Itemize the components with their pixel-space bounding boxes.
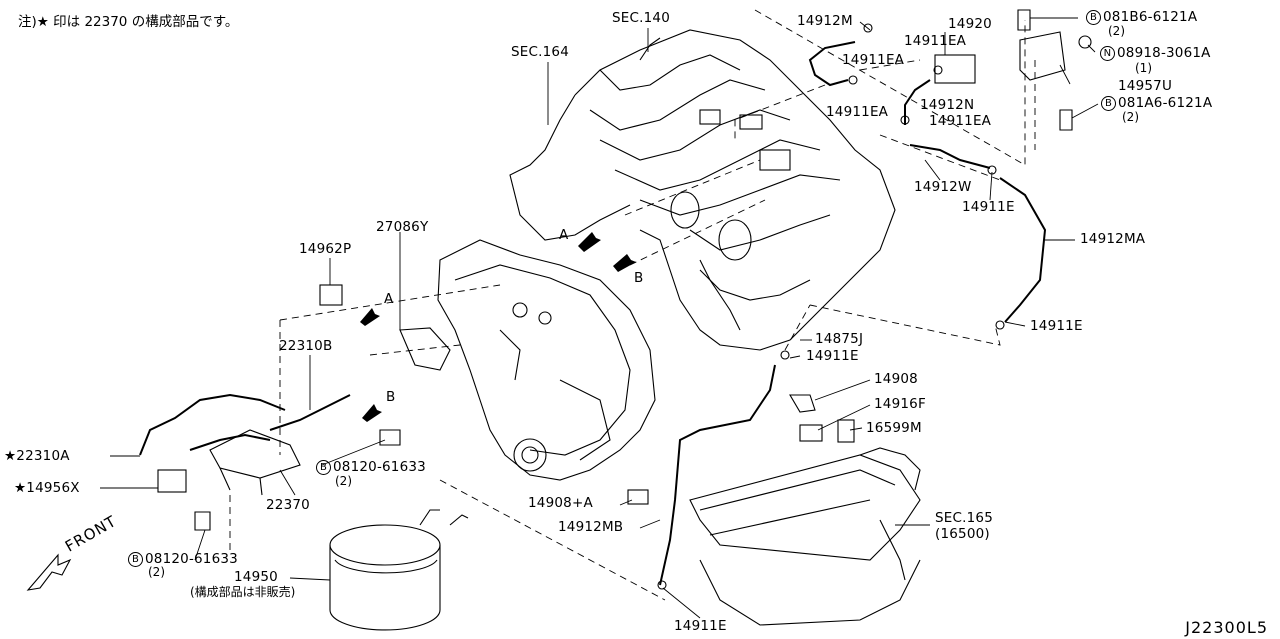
label-14911EA-3[interactable]: 14911EA (826, 104, 889, 120)
label-14911E-3[interactable]: 14911E (806, 348, 859, 364)
label-14912M[interactable]: 14912M (797, 13, 853, 29)
label-22310A[interactable]: ★22310A (4, 448, 70, 464)
view-label-a1: A (559, 227, 569, 243)
fastener-08120-a-qty: (2) (335, 474, 352, 488)
valve-22370 (157, 9, 1092, 531)
canister-14950 (329, 509, 469, 631)
label-14950[interactable]: 14950 (234, 569, 278, 585)
label-22310B[interactable]: 22310B (279, 338, 333, 354)
label-sec164[interactable]: SEC.164 (511, 44, 569, 60)
bolt-mark-icon: B (1101, 96, 1116, 111)
label-sec165[interactable]: SEC.165 (935, 510, 993, 526)
label-14875J[interactable]: 14875J (815, 331, 864, 347)
fastener-part: 081B6-6121A (1103, 9, 1198, 25)
label-leaders (100, 17, 1099, 619)
view-label-b2: B (386, 389, 396, 405)
diagram-code: J22300L5 (1185, 618, 1268, 637)
label-14912N[interactable]: 14912N (920, 97, 975, 113)
footnote: 注)★ 印は 22370 の構成部品です。 (18, 14, 239, 30)
label-14908[interactable]: 14908 (874, 371, 918, 387)
label-14911E-1[interactable]: 14911E (962, 199, 1015, 215)
label-14912W[interactable]: 14912W (914, 179, 972, 195)
view-label-b1: B (634, 270, 644, 286)
fastener-08120-b-qty: (2) (148, 565, 165, 579)
front-arrow (26, 553, 72, 591)
label-14957U[interactable]: 14957U (1118, 78, 1173, 94)
label-14911E-4[interactable]: 14911E (674, 618, 727, 634)
label-14912MB[interactable]: 14912MB (558, 519, 624, 535)
fastener-part: 08120-61633 (333, 459, 426, 475)
dashed-leaders (229, 9, 1036, 601)
hoses (139, 41, 1047, 586)
label-27086Y[interactable]: 27086Y (376, 219, 429, 235)
clamps (657, 23, 1005, 590)
label-14950-sub: (構成部品は非販売) (190, 585, 296, 599)
label-14920[interactable]: 14920 (948, 16, 992, 32)
fuel-tank (689, 447, 921, 626)
label-14911EA-4[interactable]: 14911EA (929, 113, 992, 129)
view-arrows (360, 232, 636, 422)
nut-mark-icon: N (1100, 46, 1115, 61)
label-14912MA[interactable]: 14912MA (1080, 231, 1146, 247)
label-14916F[interactable]: 14916F (874, 396, 926, 412)
label-14911EA-2[interactable]: 14911EA (842, 52, 905, 68)
label-14911EA-1[interactable]: 14911EA (904, 33, 967, 49)
label-sec165-sub: (16500) (935, 526, 990, 542)
label-22370[interactable]: 22370 (266, 497, 310, 513)
label-14908A[interactable]: 14908+A (528, 495, 593, 511)
view-label-a2: A (384, 291, 394, 307)
fastener-08918-qty: (1) (1135, 61, 1152, 75)
label-14956X[interactable]: ★14956X (14, 480, 80, 496)
fastener-part: 08918-3061A (1117, 45, 1211, 61)
fastener-part: 081A6-6121A (1118, 95, 1213, 111)
bolt-mark-icon: B (1086, 10, 1101, 25)
bolt-mark-icon: B (128, 552, 143, 567)
engine-timing-cover (437, 239, 656, 481)
bolt-mark-icon: B (316, 460, 331, 475)
label-16599M[interactable]: 16599M (866, 420, 922, 436)
engine-intake-manifold (509, 29, 896, 351)
label-sec140[interactable]: SEC.140 (612, 10, 670, 26)
fastener-081A6-qty: (2) (1122, 110, 1139, 124)
label-14911E-2[interactable]: 14911E (1030, 318, 1083, 334)
label-14962P[interactable]: 14962P (299, 241, 352, 257)
fastener-part: 08120-61633 (145, 551, 238, 567)
fastener-081B6-qty: (2) (1108, 24, 1125, 38)
